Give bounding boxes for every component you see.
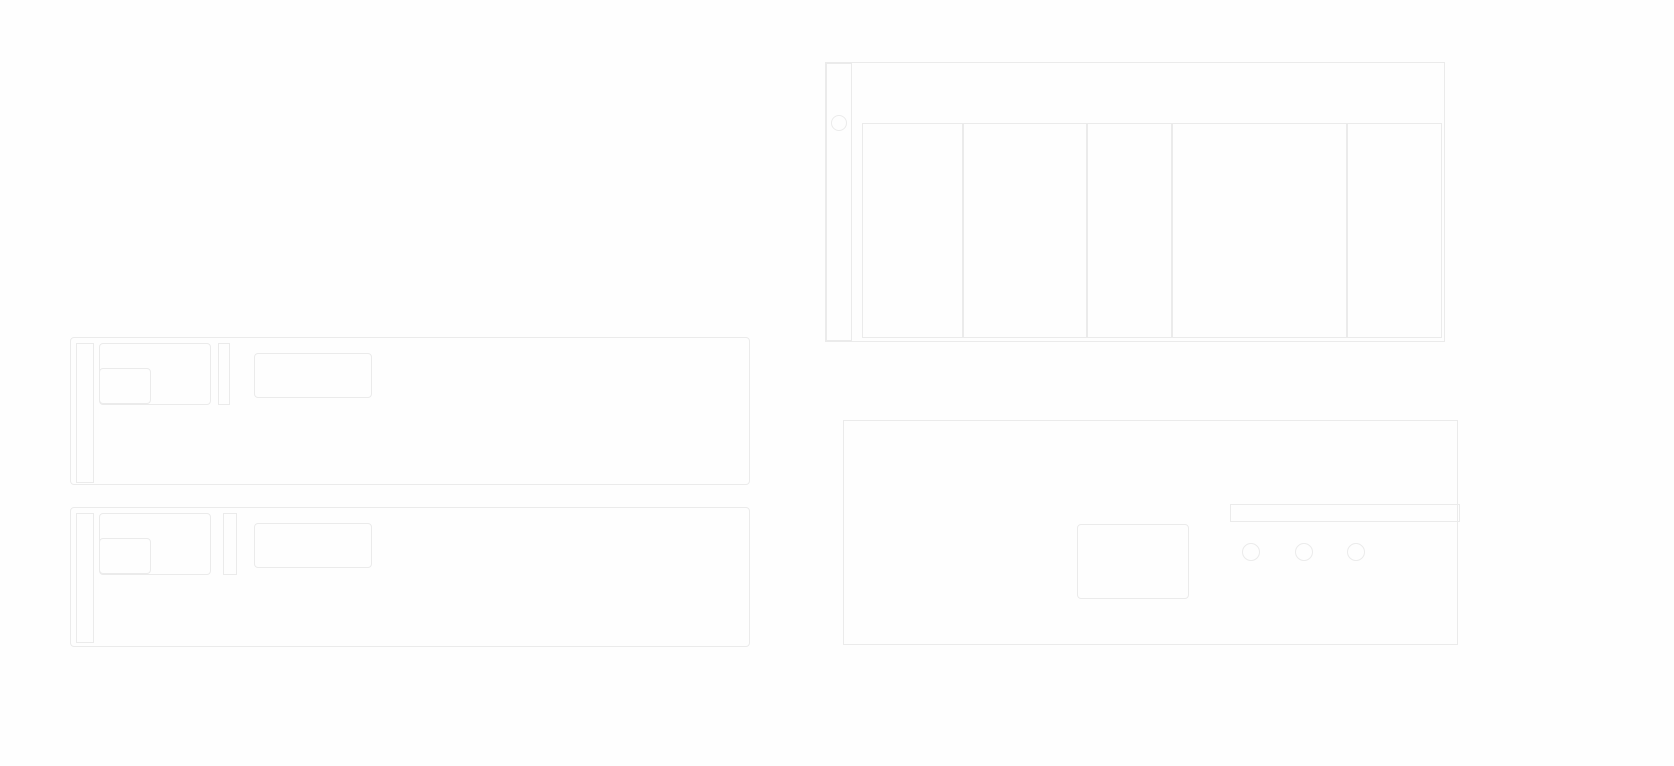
toolbar-icon[interactable] <box>831 115 847 131</box>
card-sidebar-strip <box>76 513 94 643</box>
image-thumbnail <box>99 538 151 574</box>
grid-column-divider <box>1346 123 1348 338</box>
card-sidebar-strip <box>76 343 94 483</box>
image-thumbnail <box>99 368 151 404</box>
circle-icon[interactable] <box>1347 543 1365 561</box>
circle-icon[interactable] <box>1242 543 1260 561</box>
left-toolbar <box>826 63 852 341</box>
content-box[interactable] <box>254 523 372 568</box>
grid-area <box>862 123 1442 338</box>
card-bottom-left <box>70 507 750 647</box>
card-top-left <box>70 337 750 485</box>
grid-column-divider <box>962 123 964 338</box>
preview-box <box>1077 524 1189 599</box>
input-bar[interactable] <box>1230 504 1460 522</box>
app-window-top-right <box>825 62 1445 342</box>
grid-column-divider <box>1171 123 1173 338</box>
circle-icon[interactable] <box>1295 543 1313 561</box>
divider-bars <box>218 343 230 405</box>
app-window-bottom-right <box>843 420 1460 645</box>
content-box[interactable] <box>254 353 372 398</box>
divider-bars <box>223 513 237 575</box>
grid-column-divider <box>1086 123 1088 338</box>
